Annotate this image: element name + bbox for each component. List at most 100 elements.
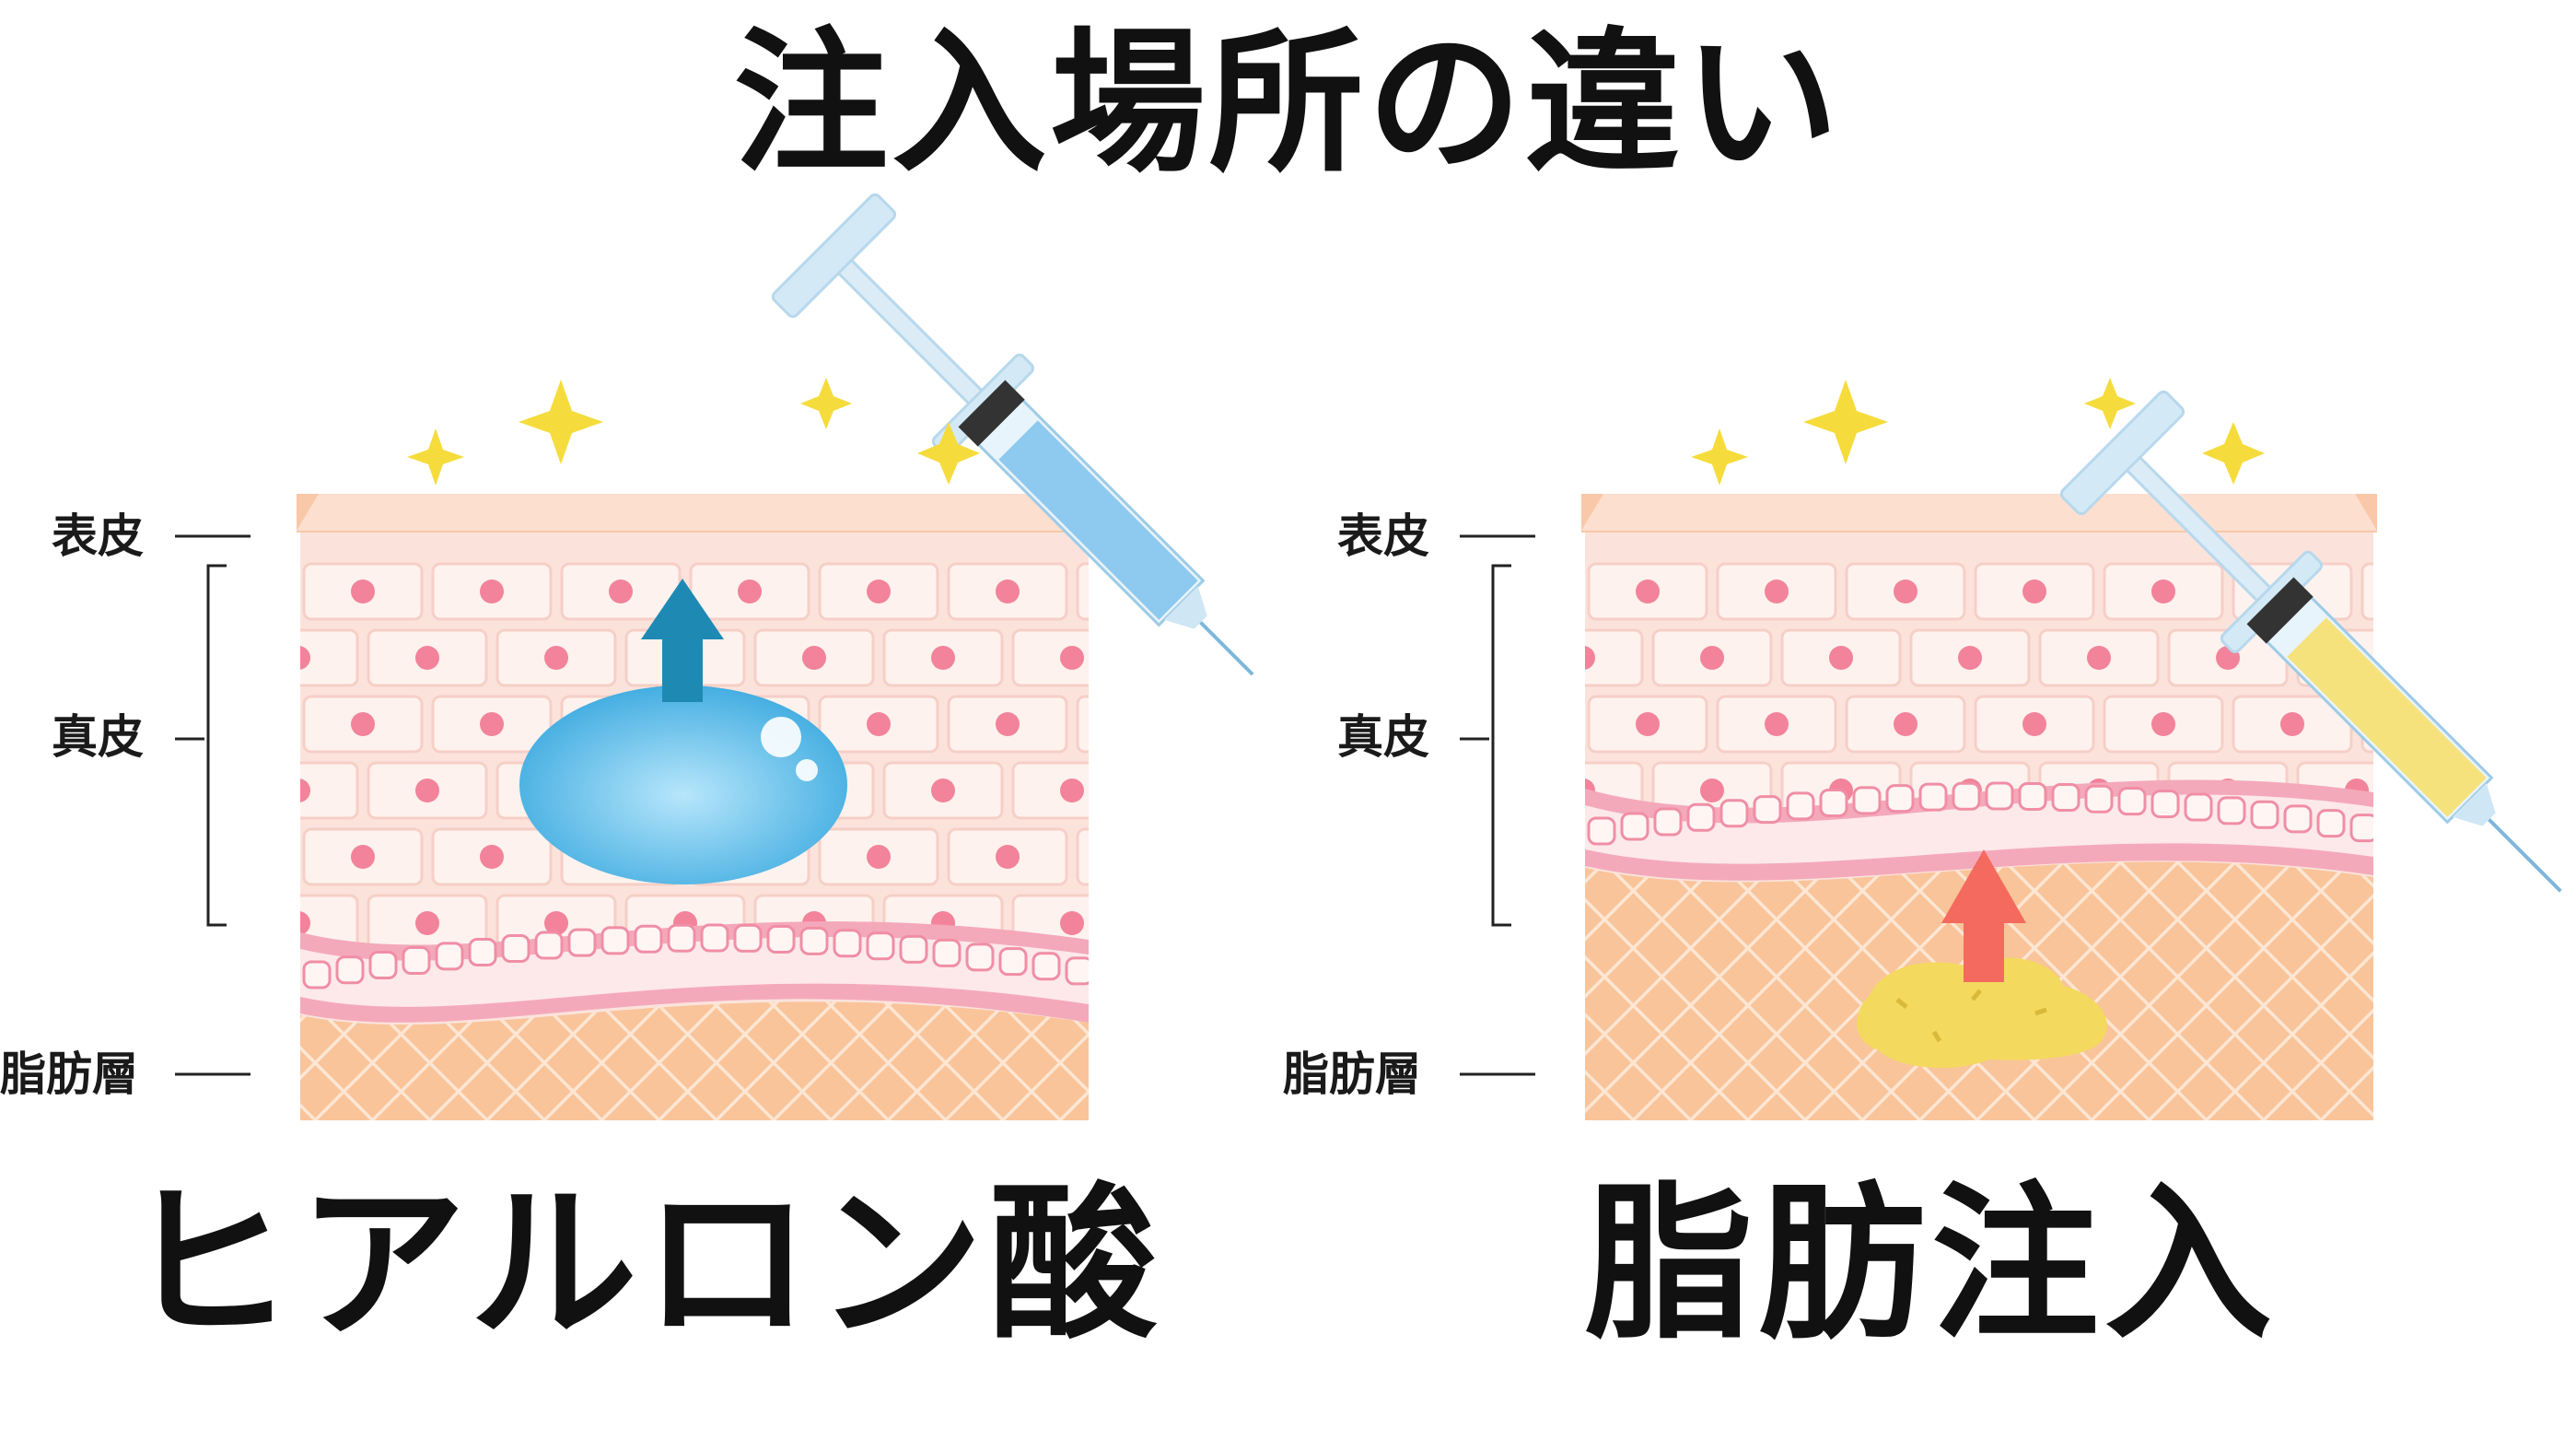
- membrane-cell: [998, 947, 1028, 977]
- membrane-cell: [2051, 783, 2081, 813]
- membrane-cell: [600, 926, 630, 955]
- cell-nucleus: [1958, 646, 1982, 670]
- cell-nucleus: [2151, 712, 2175, 736]
- cell-nucleus: [300, 779, 310, 802]
- cell-nucleus: [996, 845, 1020, 869]
- cell: [111, 763, 228, 818]
- up-arrow-left: [641, 579, 724, 702]
- label-dermis-left: 真皮: [52, 710, 144, 764]
- cell: [300, 628, 359, 687]
- cell-nucleus: [1442, 646, 1466, 670]
- membrane-cell: [2151, 790, 2180, 819]
- cell-nucleus: [1507, 580, 1531, 603]
- membrane-cell: [435, 942, 464, 971]
- syringe-right: [2059, 390, 2562, 893]
- cell: [1585, 628, 1644, 687]
- cell-nucleus: [1125, 712, 1148, 736]
- sparkles-left: [407, 378, 980, 486]
- cell-nucleus: [931, 779, 955, 802]
- membrane-cell: [1032, 952, 1061, 981]
- membrane-cell: [667, 923, 696, 953]
- membrane-cell: [1885, 784, 1915, 814]
- label-dermis-right: 真皮: [1337, 710, 1429, 764]
- cell: [2360, 562, 2373, 621]
- membrane-cell: [1952, 781, 1981, 811]
- cell: [1011, 628, 1089, 687]
- membrane-cell: [2084, 784, 2114, 814]
- cell-nucleus: [480, 580, 504, 603]
- cell-nucleus: [1253, 580, 1277, 603]
- cell-nucleus: [222, 712, 246, 736]
- cell-nucleus: [351, 580, 375, 603]
- cell-nucleus: [1636, 712, 1660, 736]
- cell-nucleus: [867, 712, 891, 736]
- syringe-left: [771, 193, 1254, 676]
- cell-nucleus: [415, 779, 439, 802]
- cell-nucleus: [2151, 580, 2175, 603]
- cell: [1206, 564, 1324, 619]
- page-title: 注入場所の違い: [733, 13, 1843, 193]
- cell-nucleus: [1442, 779, 1466, 802]
- cell: [2491, 697, 2576, 752]
- cell-nucleus: [2409, 580, 2433, 603]
- cell-nucleus: [222, 580, 246, 603]
- cell-nucleus: [1585, 646, 1595, 670]
- label-fat-right: 脂肪層: [1283, 1048, 1421, 1101]
- cell-nucleus: [1253, 712, 1277, 736]
- membrane-cell: [1852, 786, 1882, 815]
- cell-nucleus: [1060, 779, 1084, 802]
- cell-nucleus: [1894, 580, 1917, 603]
- membrane-cell: [1985, 781, 2014, 811]
- cell: [1460, 564, 1578, 619]
- sparkles-right: [1691, 378, 2265, 486]
- cell: [1142, 630, 1260, 685]
- membrane-cell: [2018, 781, 2047, 811]
- cell-nucleus: [2538, 580, 2562, 603]
- cell-nucleus: [1829, 646, 1853, 670]
- membrane-cell: [733, 923, 763, 953]
- cell-nucleus: [1125, 845, 1148, 869]
- membrane-cell: [1653, 807, 1683, 837]
- membrane-cell: [1753, 795, 1782, 825]
- cell: [111, 896, 228, 951]
- membrane-cell: [899, 934, 928, 964]
- cell: [1076, 827, 1089, 886]
- cell-nucleus: [157, 646, 181, 670]
- cell: [2491, 564, 2576, 619]
- membrane-cell: [1786, 791, 1815, 821]
- membrane-cell: [2184, 792, 2213, 822]
- cell-nucleus: [1060, 911, 1084, 935]
- cell-nucleus: [867, 580, 891, 603]
- cell-nucleus: [867, 845, 891, 869]
- membrane-cell: [965, 942, 995, 972]
- cell-nucleus: [1894, 712, 1917, 736]
- cell: [1142, 763, 1260, 818]
- left-skin-block: [111, 531, 1324, 1120]
- label-epidermis-left: 表皮: [52, 509, 144, 563]
- cell-nucleus: [1060, 646, 1084, 670]
- cell-nucleus: [157, 911, 181, 935]
- membrane-cell: [700, 923, 729, 953]
- cell: [1076, 695, 1089, 754]
- membrane-cell: [2117, 787, 2147, 816]
- cell-nucleus: [1189, 911, 1213, 935]
- cell: [1076, 562, 1089, 621]
- membrane-cell: [368, 951, 398, 980]
- membrane-cell: [2217, 796, 2246, 825]
- membrane-cell: [1819, 789, 1848, 818]
- cell: [1142, 896, 1260, 951]
- label-epidermis-right: 表皮: [1337, 509, 1429, 563]
- cell-nucleus: [480, 712, 504, 736]
- up-arrow-right: [1941, 849, 2026, 982]
- cell-nucleus: [1700, 646, 1724, 670]
- label-fat-left: 脂肪層: [0, 1048, 138, 1101]
- cell-nucleus: [157, 779, 181, 802]
- membrane-cell: [1065, 956, 1089, 986]
- membrane-cell: [932, 938, 962, 967]
- cell: [1011, 761, 1089, 820]
- cell-nucleus: [300, 646, 310, 670]
- membrane-cell: [866, 931, 895, 961]
- cell: [1395, 763, 1513, 818]
- cell: [2427, 630, 2545, 685]
